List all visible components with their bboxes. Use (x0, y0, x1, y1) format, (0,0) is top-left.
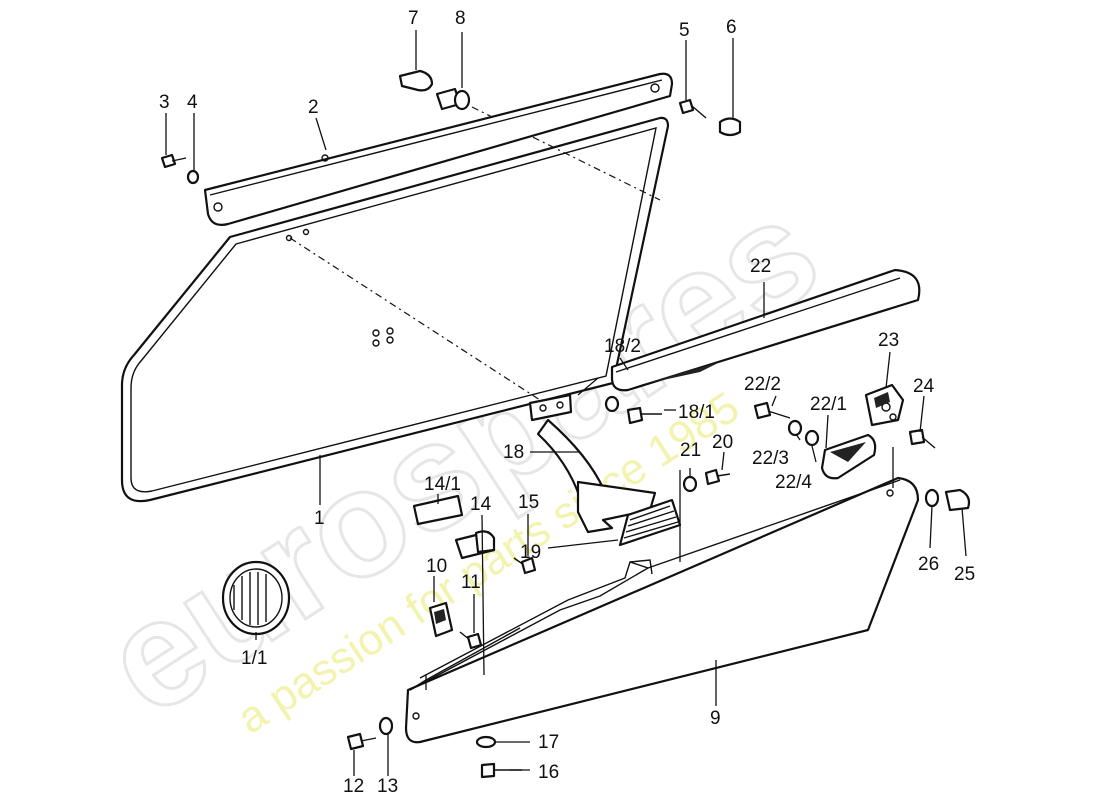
callout-20: 20 (712, 432, 733, 453)
callout-13: 13 (377, 776, 398, 797)
screw-15 (513, 556, 537, 575)
callout-labels: 1 1/1 2 3 4 5 6 7 8 9 10 11 12 13 14 14/… (159, 8, 975, 797)
callout-5: 5 (679, 20, 690, 41)
callout-18-1: 18/1 (678, 402, 715, 423)
callout-22-4: 22/4 (775, 472, 812, 493)
callout-22: 22 (750, 256, 771, 277)
callout-6: 6 (726, 17, 737, 38)
callout-21: 21 (680, 440, 701, 461)
callout-22-3: 22/3 (752, 448, 789, 469)
callout-22-2: 22/2 (744, 374, 781, 395)
callout-24: 24 (913, 376, 935, 397)
wedge-22-1 (820, 433, 877, 480)
top-fasteners (160, 69, 742, 185)
leader-lines (165, 30, 967, 776)
fasteners-20-21 (682, 468, 731, 493)
callout-16: 16 (538, 762, 559, 783)
callout-3: 3 (159, 92, 170, 113)
screw-18-1 (604, 395, 662, 425)
callout-14-1: 14/1 (424, 474, 461, 495)
door-pocket (404, 447, 920, 744)
armrest-cover (610, 268, 921, 392)
latch-23 (864, 383, 905, 427)
callout-22-1: 22/1 (810, 394, 847, 415)
callout-15: 15 (518, 492, 539, 513)
callout-14: 14 (470, 494, 492, 515)
callout-9: 9 (710, 708, 721, 729)
callout-17: 17 (538, 732, 559, 753)
callout-11: 11 (461, 572, 481, 593)
lower-fasteners (346, 716, 522, 779)
callout-19: 19 (520, 542, 541, 563)
armrest-bracket (528, 377, 657, 534)
callout-2: 2 (308, 97, 319, 118)
callout-7: 7 (408, 8, 419, 29)
callout-4: 4 (187, 92, 198, 113)
callout-23: 23 (878, 330, 899, 351)
screws-22 (753, 401, 820, 447)
clip-10-11 (428, 601, 483, 650)
window-rail (203, 72, 674, 226)
callout-10: 10 (426, 556, 447, 577)
fasteners-25-26 (924, 488, 971, 512)
callout-26: 26 (918, 554, 939, 575)
callout-1-1: 1/1 (241, 648, 267, 669)
callout-18-2: 18/2 (604, 336, 641, 357)
callout-12: 12 (343, 776, 364, 797)
callout-18: 18 (503, 442, 524, 463)
handle-parts-14 (412, 494, 496, 560)
screw-24 (908, 428, 936, 449)
callout-8: 8 (455, 8, 466, 29)
speaker-cover-1-1 (221, 560, 291, 636)
callout-25: 25 (954, 564, 975, 585)
callout-1: 1 (314, 508, 325, 529)
